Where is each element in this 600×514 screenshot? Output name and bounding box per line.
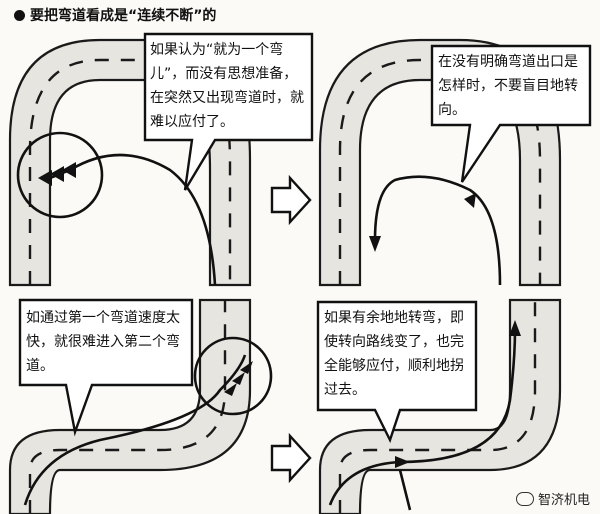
bubble-top-right bbox=[430, 44, 592, 183]
watermark: 智济机电 bbox=[515, 489, 590, 508]
arrow-right-bottom bbox=[270, 432, 312, 484]
arrowhead-bottom-right-mid bbox=[395, 456, 410, 468]
bubble-bottom-right bbox=[316, 300, 478, 444]
arrowhead-bottom-right bbox=[509, 320, 521, 336]
note-top-right: 在没有明确弯道出口是怎样时，不要盲目地转向。 bbox=[438, 54, 578, 118]
note-bottom-left: 如通过第一个弯道速度太快，就很难进入第二个弯道。 bbox=[26, 310, 180, 374]
road-bottom-right bbox=[318, 298, 562, 514]
arrowhead-top-right bbox=[369, 236, 381, 252]
highlight-circle-bottom-left bbox=[193, 336, 273, 416]
arrowheads-top-left bbox=[38, 162, 76, 186]
driving-path-bottom-left bbox=[23, 354, 247, 506]
bubble-top-left bbox=[143, 32, 314, 191]
driving-path-bottom-right bbox=[328, 329, 517, 506]
arrow-right-top bbox=[270, 174, 312, 226]
diagram-title: 要把弯道看成是“连续不断”的 bbox=[30, 8, 217, 24]
bubble-bottom-left bbox=[18, 298, 194, 437]
note-bottom-right: 如果有余地地转弯，即使转向路线变了，也完全能够应付，顺利地拐过去。 bbox=[324, 310, 464, 398]
driving-path-top-left bbox=[49, 153, 217, 286]
arrowhead-top-right-mid bbox=[464, 193, 476, 208]
note-top-left: 如果认为“就为一个弯儿”，而没有思想准备，在突然又出现弯道时，就难以应付了。 bbox=[150, 42, 304, 130]
wechat-icon bbox=[515, 491, 534, 506]
pointer-line-bottom-right bbox=[398, 469, 412, 511]
driving-path-top-right bbox=[373, 175, 502, 286]
bullet-dot bbox=[14, 10, 25, 21]
highlight-circle-top-left bbox=[16, 131, 104, 219]
arrowheads-bottom-left bbox=[224, 361, 253, 396]
watermark-text: 智济机电 bbox=[537, 493, 590, 508]
